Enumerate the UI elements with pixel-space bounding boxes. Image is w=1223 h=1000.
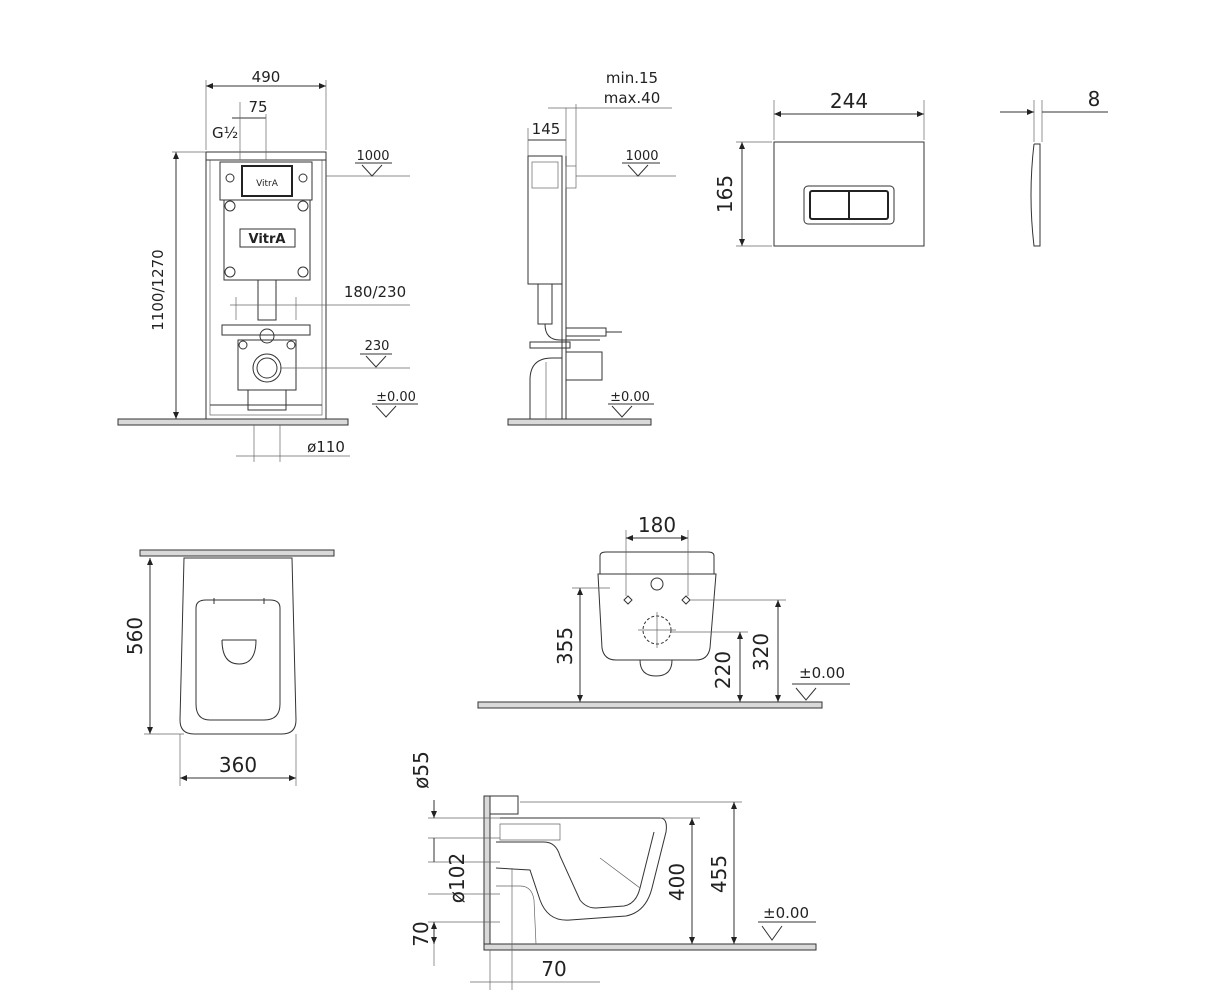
wc-top-view: 560 360 [123,549,335,786]
wc-width-label: 360 [219,753,257,777]
frame-height-label: 1100/1270 [149,249,167,330]
wc-d55-label: ø55 [409,751,433,789]
brand-small-label: VitrA [256,179,279,189]
pipe-diameter-label: ø110 [307,438,345,456]
side-level-1000-label: 1000 [625,149,658,164]
plate-height-label: 165 [713,175,737,213]
plate-width-label: 244 [830,89,868,113]
wc-d102-label: ø102 [445,853,469,903]
front-level-1000-label: 1000 [356,149,389,164]
wc-spacing-label: 180 [638,513,676,537]
wc-back-view: 180 355 320 220 ±0.00 [477,513,850,709]
brand-label: VitrA [249,232,286,247]
frame-width-label: 490 [252,68,281,86]
wc-h320-label: 320 [749,633,773,671]
min-label: min.15 [606,69,658,87]
wc-side-view: 455 400 ø55 ø102 70 70 ±0.00 [409,751,817,990]
frame-front-view: VitrA VitrA 490 75 G½ [117,68,418,462]
plate-thickness-label: 8 [1088,87,1101,111]
wc-h220-label: 220 [711,651,735,689]
span-label: 180/230 [344,283,406,301]
wc-v70-label: 70 [409,921,433,946]
side-wc-zero-label: ±0.00 [763,904,809,922]
max-label: max.40 [604,89,661,107]
back-zero-label: ±0.00 [799,664,845,682]
front-zero-label: ±0.00 [376,390,416,405]
wc-length-label: 560 [123,617,147,655]
wc-h400-label: 400 [665,863,689,901]
flush-plate-view: 244 165 8 [713,87,1108,247]
wc-h355-label: 355 [553,627,577,665]
wc-hz70-label: 70 [541,957,566,981]
side-zero-label: ±0.00 [610,390,650,405]
offset-label: 75 [248,98,267,116]
frame-side-view: 145 min.15 max.40 1000 ±0.00 [507,69,676,426]
wc-h455-label: 455 [707,855,731,893]
side-depth-label: 145 [532,120,561,138]
thread-label: G½ [212,124,238,142]
front-level-230-label: 230 [365,339,390,354]
